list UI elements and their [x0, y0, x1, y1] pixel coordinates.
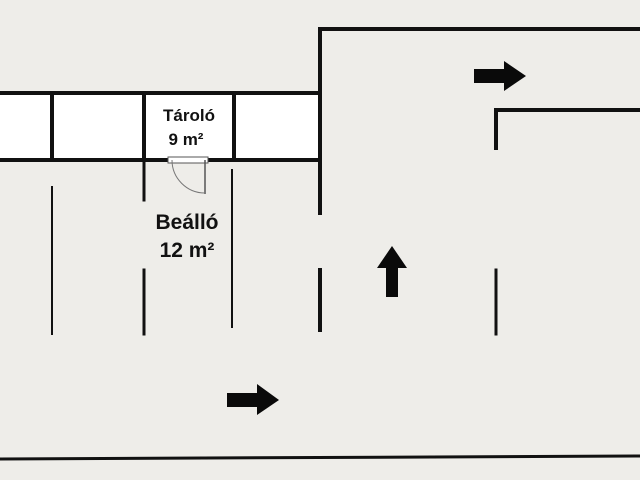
outer-wall-bottom [0, 454, 640, 461]
arrow-right-top-icon [474, 61, 526, 91]
storage-door [167, 156, 209, 194]
storage-area: 9 m² [169, 130, 204, 149]
storage-cell-4 [232, 91, 322, 162]
storage-cell-taroló [142, 91, 236, 162]
inner-wall-right [494, 108, 640, 150]
parking-name: Beálló [155, 211, 218, 234]
storage-cell-2 [50, 91, 146, 162]
arrow-up-icon [377, 246, 407, 297]
parking-area: 12 m² [160, 239, 215, 262]
outer-wall-top [318, 27, 640, 95]
arrow-right-bottom-icon [227, 384, 279, 415]
parking-bay-lines [51, 158, 498, 336]
storage-cell-1 [0, 91, 54, 162]
storage-row [0, 91, 322, 162]
storage-name: Tároló [163, 106, 215, 125]
